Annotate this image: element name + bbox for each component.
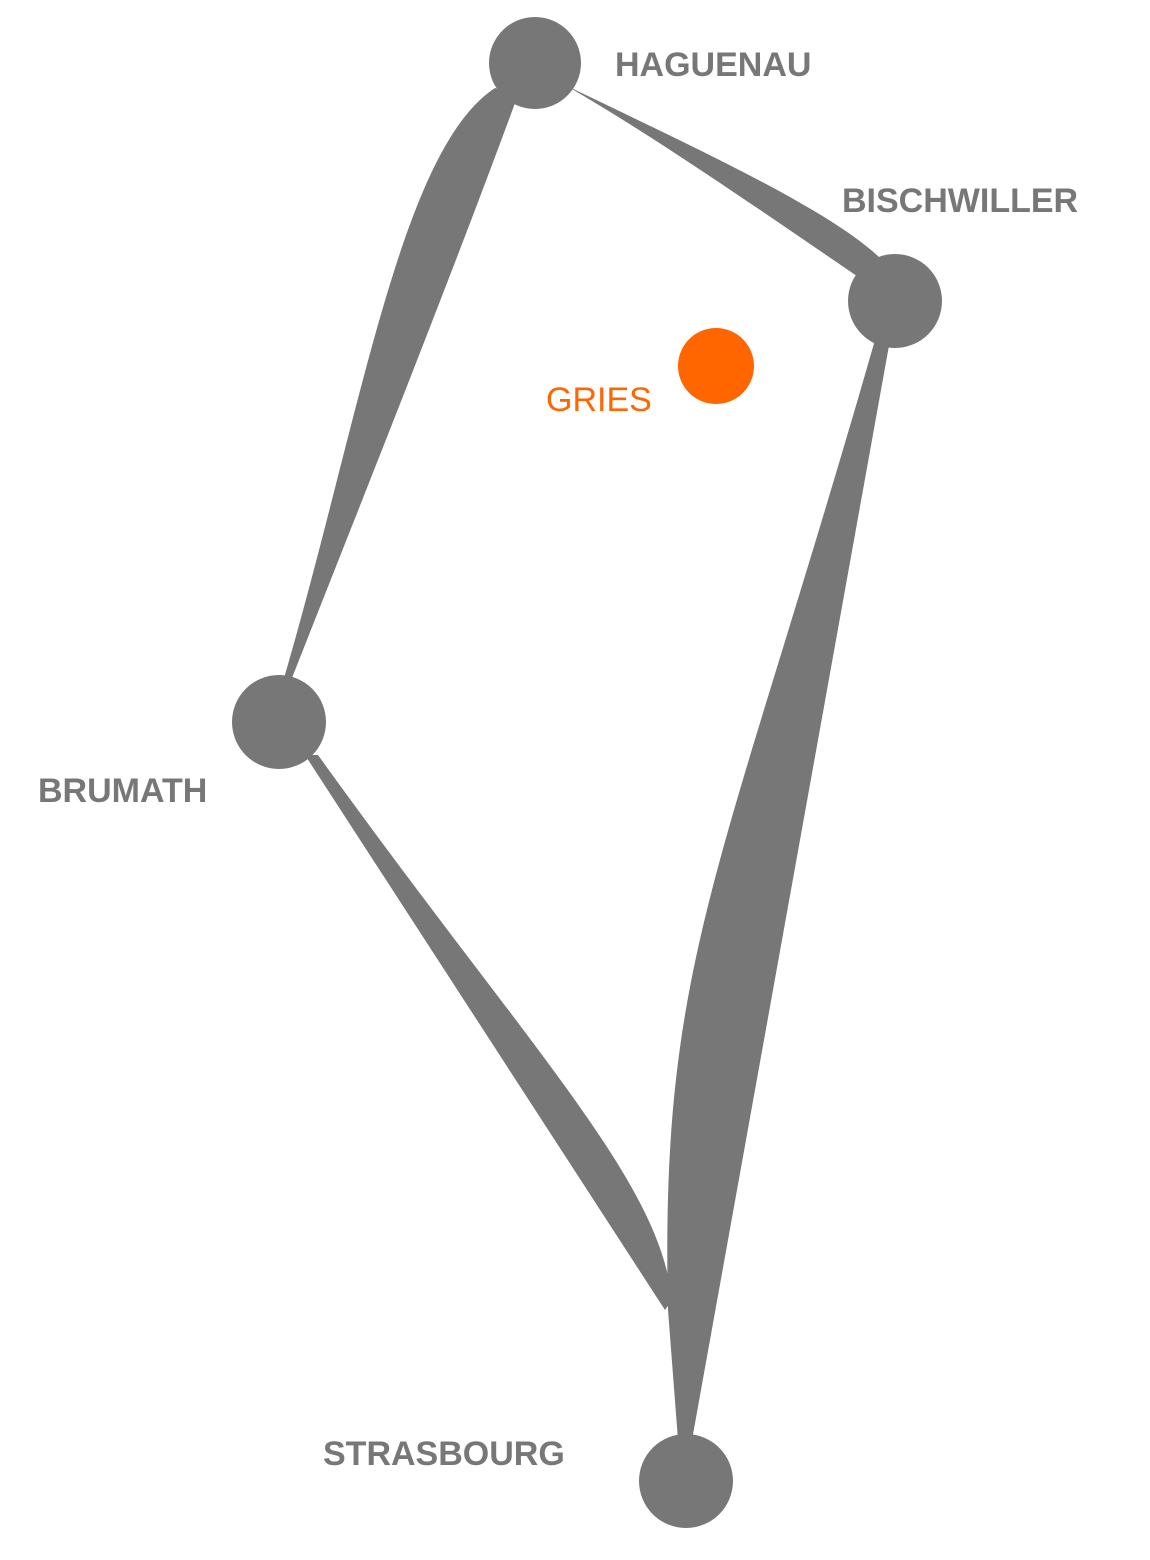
node-haguenau	[489, 17, 581, 109]
label-strasbourg: STRASBOURG	[323, 1435, 565, 1473]
label-haguenau: HAGUENAU	[615, 46, 811, 84]
link-haguenau-bischwiller	[565, 85, 880, 285]
label-brumath: BRUMATH	[38, 772, 207, 810]
link-bischwiller-strasbourg	[667, 340, 890, 1440]
town-nodes	[232, 17, 942, 1528]
node-brumath	[232, 675, 326, 769]
node-gries	[678, 328, 754, 404]
label-gries: GRIES	[546, 381, 652, 419]
node-strasbourg	[639, 1434, 733, 1528]
link-brumath-strasbourg	[305, 755, 672, 1310]
node-bischwiller	[848, 254, 942, 348]
flow-links	[282, 85, 890, 1440]
link-haguenau-brumath	[282, 88, 518, 688]
label-bischwiller: BISCHWILLER	[842, 182, 1078, 220]
